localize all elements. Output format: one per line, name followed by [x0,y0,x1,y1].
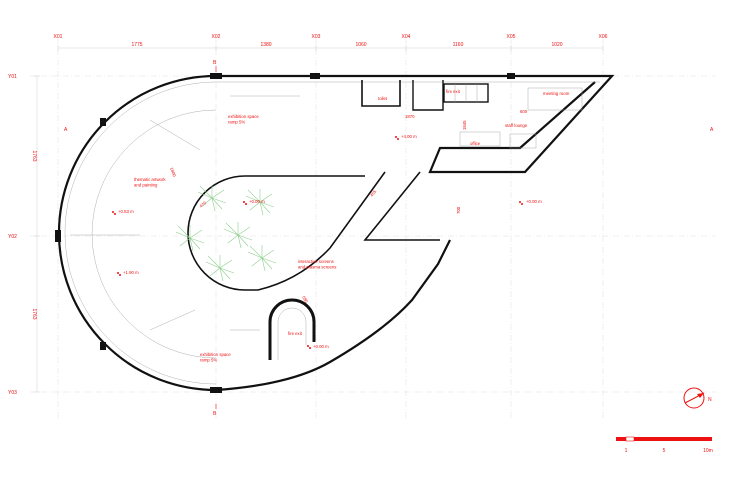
section-mark-b: B [213,60,217,66]
axis-label-column: X05 [507,34,516,40]
dimension-label: 1800 [169,167,177,178]
dimension-label: 1775 [131,42,142,48]
level-markers: +4.00 m +0.00 m +0.00 m +0.53 m +1.90 m … [112,134,542,349]
room-label-fire-exit: fire exit [288,331,303,336]
dimension-label: 455 [369,188,378,197]
north-arrow: N [683,387,712,409]
scale-bar: 1 5 10m [616,436,713,454]
row-axis-labels: Y01 Y02 Y03 1763 1763 [8,74,37,396]
level-marker: +0.53 m [118,209,134,214]
column-axis-labels: X01 X02 X03 X04 X05 X06 [54,34,608,40]
room-label-office: office [470,141,481,146]
dimension-label: 1380 [260,42,271,48]
axis-label-row: Y01 [8,74,17,80]
dimension-label: 580 [301,295,309,304]
axis-label-row: Y02 [8,234,17,240]
axis-label-column: X06 [599,34,608,40]
north-label: N [708,397,712,403]
room-label-toilet: toilet [378,96,388,101]
room-labels: toilet fire exit meeting room staff loun… [134,89,570,363]
axis-label-column: X04 [402,34,411,40]
room-label-meeting-room: meeting room [543,91,570,96]
scale-label: 1 [625,448,628,454]
level-marker: +0.00 m [313,344,329,349]
dimension-label: 1160 [453,42,464,48]
room-label-fire-exit: fire exit [446,89,461,94]
axis-label-column: X03 [312,34,321,40]
section-mark-a: A [710,127,714,133]
level-marker: +4.00 m [401,134,417,139]
level-marker: +1.90 m [123,270,139,275]
room-label-staff-lounge: staff lounge [505,123,528,128]
dimension-label: 470 [198,200,207,209]
courtyard-palms [175,185,277,282]
scale-label: 5 [663,448,666,454]
section-mark-b: B [213,411,217,417]
dimension-label: 600 [520,109,528,114]
building-walls [55,73,615,393]
column-dimension-labels: 1775 1380 1060 1160 1020 [131,42,562,48]
dimension-label: 1845 [462,120,467,130]
axis-label-column: X01 [54,34,63,40]
inner-dimensions: 1870 1845 600 1800 470 455 700 580 [169,109,528,304]
dimension-label: 1060 [355,42,366,48]
dimension-label: 1870 [405,114,415,119]
scale-label: 10m [703,448,713,454]
dimension-lines [34,45,604,393]
dimension-label: 1763 [31,150,37,161]
interior-details [70,87,583,359]
dimension-label: 1763 [31,308,37,319]
axis-label-row: Y03 [8,390,17,396]
axis-label-column: X02 [212,34,221,40]
section-mark-a: A [64,127,68,133]
section-marks: A A B B [64,60,714,417]
dimension-label: 700 [456,206,461,214]
dimension-label: 1020 [551,42,562,48]
level-marker: +0.00 m [526,199,542,204]
level-marker: +0.00 m [249,199,265,204]
